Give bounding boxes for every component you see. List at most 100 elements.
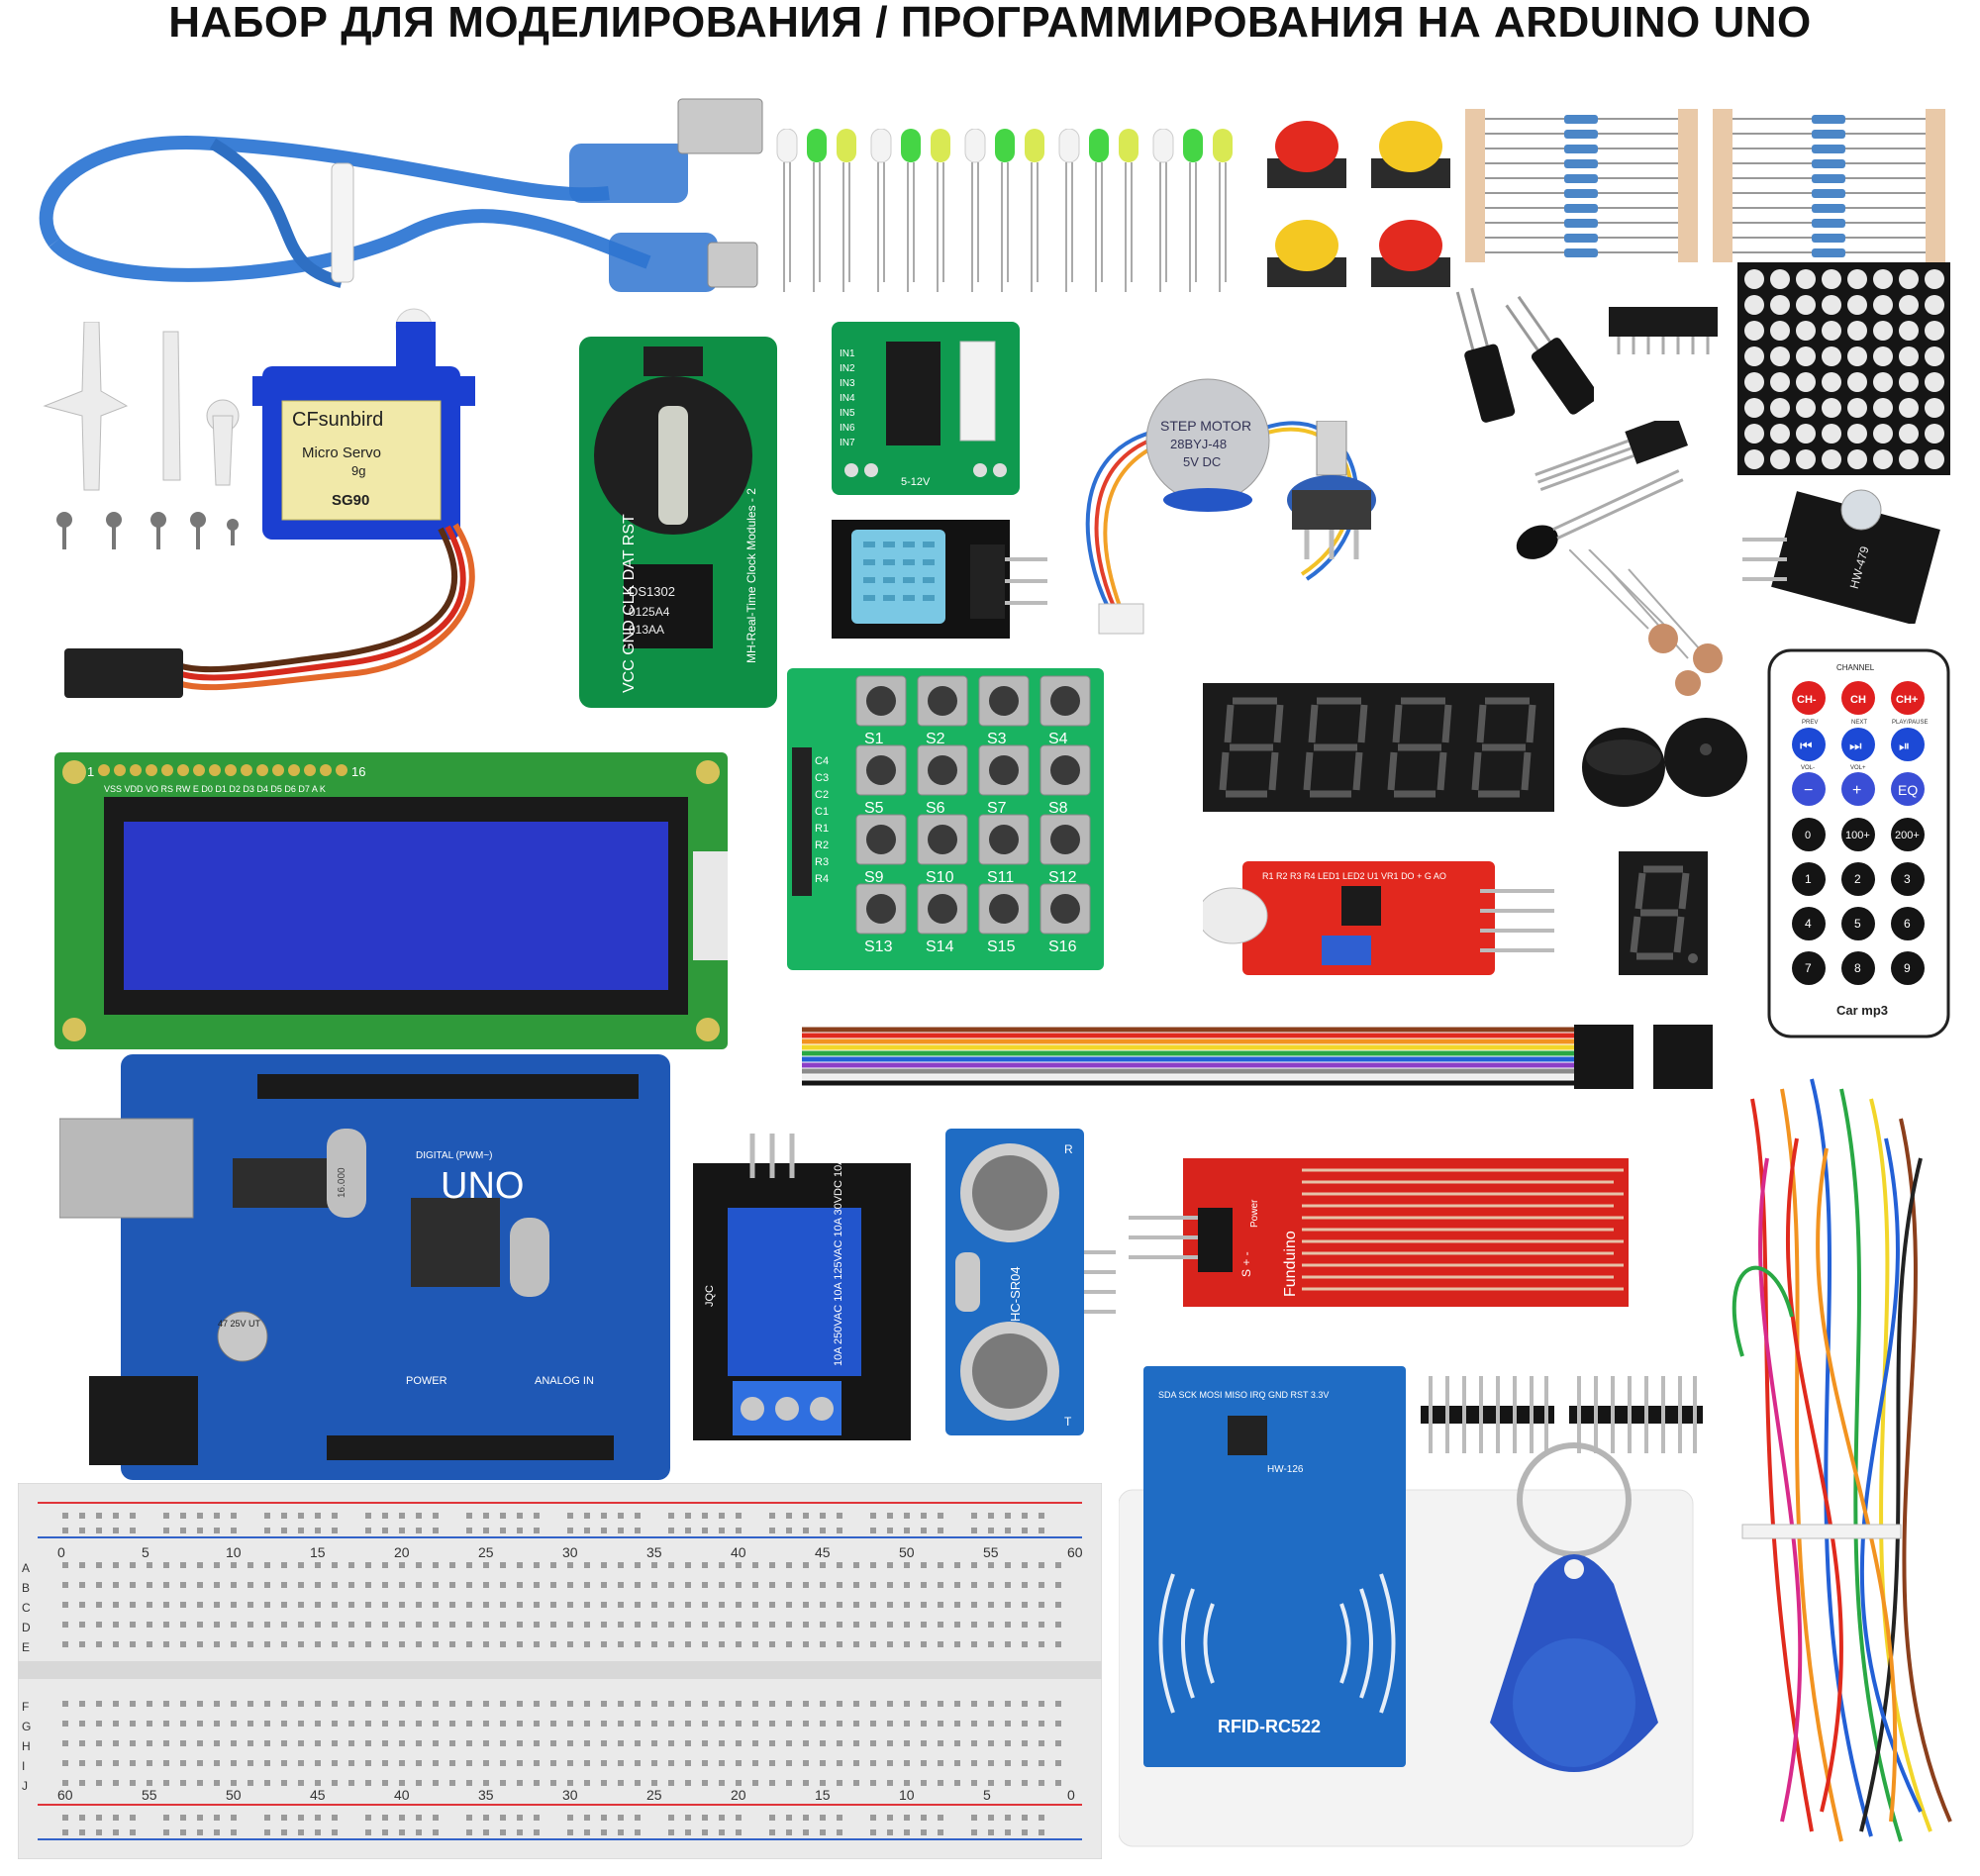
breadboard-number: 50	[899, 1544, 915, 1560]
breadboard-number: 10	[899, 1787, 915, 1803]
tilt-switches	[1455, 287, 1594, 423]
keypad-key-label: S8	[1048, 800, 1068, 817]
svg-text:C4: C4	[815, 755, 829, 767]
remote-row3-sub: VOL- VOL+	[1801, 765, 1866, 771]
keypad-key-label: S2	[926, 731, 945, 747]
resistors	[1465, 109, 1945, 262]
svg-text:VOL-: VOL-	[1801, 765, 1815, 771]
jumper-wire-bundle	[1732, 1078, 1952, 1842]
ribbon-jumper	[802, 1025, 1713, 1089]
water-sensor-brand: Funduino	[1282, 1231, 1299, 1297]
keypad-key-label: S4	[1048, 731, 1068, 747]
svg-text:5: 5	[1854, 917, 1861, 931]
uno-cap-label: 47 25V UT	[218, 1319, 261, 1329]
servo-horns	[43, 322, 240, 549]
svg-text:6: 6	[1904, 917, 1911, 931]
breadboard-number: 0	[1067, 1787, 1075, 1803]
ir-receiver-led	[1516, 421, 1689, 559]
breadboard-number: 25	[478, 1544, 494, 1560]
breadboard-row-letter: A	[22, 1561, 30, 1575]
breadboard-number: 35	[646, 1544, 662, 1560]
remote-row3[interactable]: − + EQ	[1792, 772, 1925, 806]
svg-text:C1: C1	[815, 806, 829, 818]
svg-text:CH-: CH-	[1797, 694, 1817, 706]
rtc-chip2: 0125A4	[629, 605, 670, 619]
remote-row4[interactable]: 0 100+ 200+	[1792, 818, 1925, 851]
breadboard-number: 30	[562, 1787, 578, 1803]
breadboard-number: 15	[310, 1544, 326, 1560]
svg-text:3: 3	[1904, 872, 1911, 886]
breadboard-number: 35	[478, 1787, 494, 1803]
lcd-module: 1 16 VSS VDD VO RS RW E D0 D1 D2 D3 D4 D…	[54, 752, 728, 1049]
keypad-key-label: S10	[926, 869, 954, 886]
svg-text:IN5: IN5	[840, 408, 855, 419]
stepper-driver-power: 5-12V	[901, 476, 931, 488]
photoresistors	[1569, 549, 1723, 696]
remote-row7[interactable]: 7 8 9	[1792, 951, 1925, 985]
lcd-pin-labels: VSS VDD VO RS RW E D0 D1 D2 D3 D4 D5 D6 …	[104, 784, 326, 794]
ir-sensor-module: HW-479	[1742, 489, 1940, 624]
breadboard-row-letter: I	[22, 1759, 25, 1773]
breadboard-number: 60	[1067, 1544, 1083, 1560]
breadboard-row-letter: C	[22, 1601, 31, 1615]
page-title: НАБОР ДЛЯ МОДЕЛИРОВАНИЯ / ПРОГРАММИРОВАН…	[168, 0, 1812, 47]
water-sensor-pins: S + -	[1239, 1251, 1253, 1277]
led-set	[776, 129, 1233, 292]
svg-text:IN7: IN7	[840, 438, 855, 448]
remote-row1-sub: PREV NEXT PLAY/PAUSE	[1802, 720, 1928, 726]
potentiometer	[1287, 421, 1376, 559]
svg-text:IN1: IN1	[840, 348, 855, 359]
rfid-model: RFID-RC522	[1218, 1717, 1321, 1736]
keypad-key-label: S7	[987, 800, 1007, 817]
rfid-set: SDA SCK MOSI MISO IRQ GND RST 3.3V HW-12…	[1119, 1366, 1694, 1847]
uno-power-label: POWER	[406, 1375, 447, 1387]
remote-row6[interactable]: 4 5 6	[1792, 907, 1925, 940]
breadboard-number: 0	[57, 1544, 65, 1560]
servo-line2: 9g	[351, 463, 365, 478]
keypad-pins: C4 C3 C2 C1 R1 R2 R3 R4	[815, 755, 829, 885]
svg-text:PREV: PREV	[1802, 720, 1818, 726]
usb-cable	[39, 98, 763, 292]
svg-text:PLAY/PAUSE: PLAY/PAUSE	[1892, 720, 1928, 726]
breadboard-number: 30	[562, 1544, 578, 1560]
keypad-key-label: S15	[987, 938, 1016, 955]
breadboard-row-letter: H	[22, 1739, 31, 1753]
svg-text:4: 4	[1805, 917, 1812, 931]
pin-headers	[1421, 1376, 1703, 1453]
water-sensor: Funduino Power S + -	[1129, 1158, 1629, 1307]
remote-brand: Car mp3	[1836, 1003, 1888, 1018]
svg-text:CH: CH	[1850, 694, 1866, 706]
keypad-key-label: S12	[1048, 869, 1077, 886]
breadboard-row-letter: E	[22, 1640, 30, 1654]
ic-chip	[1609, 307, 1718, 354]
keypad-key-label: S1	[864, 731, 884, 747]
remote-row5[interactable]: 1 2 3	[1792, 862, 1925, 896]
svg-text:+: +	[1852, 782, 1861, 799]
keypad-key-label: S14	[926, 938, 954, 955]
ultrasonic-r: R	[1064, 1142, 1073, 1156]
svg-text:EQ: EQ	[1898, 782, 1918, 798]
breadboard-number: 40	[731, 1544, 746, 1560]
ultrasonic-sensor: HC-SR04 R T	[945, 1129, 1116, 1435]
stepper-motor: STEP MOTOR 28BYJ-48 5V DC	[1085, 378, 1359, 635]
breadboard-row-letter: G	[22, 1720, 31, 1733]
rtc-side-label: MH-Real-Time Clock Modules - 2	[744, 488, 758, 663]
stepper-driver-pins: IN1 IN2 IN3 IN4 IN5 IN6 IN7	[840, 348, 855, 448]
uno-crystal-label: 16.000	[337, 1167, 347, 1198]
breadboard-number: 10	[226, 1544, 242, 1560]
svg-text:IN4: IN4	[840, 393, 855, 404]
breadboard-row-letter: D	[22, 1621, 31, 1634]
breadboard-row-letter: B	[22, 1581, 30, 1595]
servo-line1: Micro Servo	[302, 444, 381, 461]
keypad-key-label: S6	[926, 800, 945, 817]
remote-row2[interactable]: ⏮ ⏭ ⏯	[1792, 728, 1925, 761]
rtc-chip1: DS1302	[629, 584, 675, 599]
dht11-sensor	[832, 520, 1047, 639]
water-sensor-power: Power	[1249, 1199, 1260, 1228]
breadboard-number: 45	[815, 1544, 831, 1560]
arduino-uno: UNO DIGITAL (PWM~) POWER ANALOG IN 47 25…	[59, 1054, 670, 1480]
breadboard-number: 25	[646, 1787, 662, 1803]
remote-row1[interactable]: CH- CH CH+	[1792, 681, 1925, 715]
